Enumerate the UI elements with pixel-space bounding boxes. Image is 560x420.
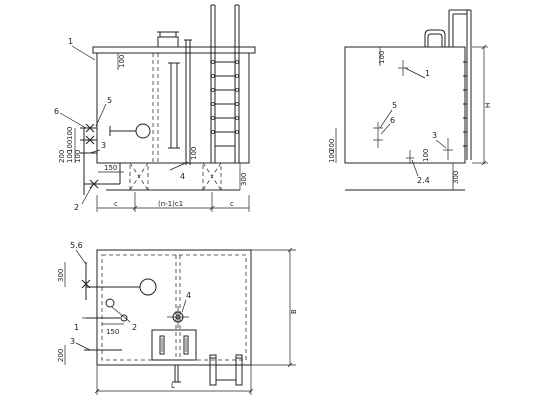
front-dim-v5: 100 (74, 150, 82, 163)
plan-dim-L: L (171, 382, 175, 390)
plan-dimensions: 300 200 150 B L (57, 247, 298, 395)
plan-dim-B: B (290, 309, 298, 314)
side-callout-2-4: 2.4 (417, 176, 430, 185)
front-dim-v4: 100 (66, 150, 74, 163)
front-float-ball (135, 123, 151, 139)
front-dim-v3: 200 (58, 150, 66, 163)
front-dim-c-right: c (230, 200, 234, 208)
plan-ladder (209, 354, 243, 386)
front-callouts: 1 5 6 3 2 4 (54, 37, 189, 212)
side-callout-6: 6 (390, 116, 395, 125)
plan-tank-inner-dashed (101, 254, 247, 361)
plan-view: 5.6 4 1 2 3 300 200 150 B (57, 241, 298, 395)
plan-dim-300: 300 (57, 269, 65, 282)
side-dimensions: 100 200 100 100 300 H (328, 44, 492, 190)
side-pipe-markers (373, 60, 453, 163)
front-dim-v2: 100 (66, 140, 74, 153)
side-ladder-rungs (463, 61, 467, 147)
plan-float-ball (139, 278, 157, 296)
side-callout-3: 3 (432, 131, 437, 140)
side-dim-top: 100 (378, 51, 386, 64)
front-overflow-pipe (184, 39, 192, 165)
front-level-gauge (168, 62, 180, 149)
side-dim-gap-100: 100 (422, 149, 430, 162)
front-dim-top: 100 (118, 55, 126, 68)
front-manhole (157, 31, 179, 48)
side-dim-200: 200 (328, 139, 336, 152)
side-tank-body (344, 46, 466, 164)
side-callout-1: 1 (425, 69, 430, 78)
plan-callout-4: 4 (186, 291, 191, 300)
front-callout-1: 1 (68, 37, 73, 46)
plan-dim-150: 150 (106, 328, 119, 336)
front-dim-c-left: c (114, 200, 118, 208)
front-dim-right: 100 (190, 147, 198, 160)
front-dimensions: 100 100 100 200 100 100 150 300 100 c (n… (58, 53, 250, 212)
front-dim-span: (n-1)c1 (158, 200, 183, 208)
front-callout-2: 2 (74, 203, 79, 212)
side-dim-H: H (484, 103, 492, 108)
side-dim-100: 100 (328, 150, 336, 163)
front-dim-v1: 100 (66, 127, 74, 140)
plan-level-gauge-box (151, 329, 197, 361)
side-vent-pipe (448, 9, 472, 160)
side-dim-300: 300 (452, 171, 460, 184)
front-callout-4: 4 (180, 172, 185, 181)
plan-callouts: 5.6 4 1 2 3 (70, 241, 191, 351)
front-elevation-view: 1 5 6 3 2 4 100 100 100 200 100 100 150 … (54, 4, 256, 212)
side-manhole (424, 29, 446, 47)
plan-overflow-pipe (167, 306, 189, 328)
plan-callout-1: 1 (74, 323, 79, 332)
plan-tank-outline (96, 249, 252, 366)
plan-callout-5-6: 5.6 (70, 241, 83, 250)
front-inlet-piping (80, 123, 121, 195)
plan-inlet-piping (81, 262, 140, 351)
plan-callout-3: 3 (70, 337, 75, 346)
side-callout-5: 5 (392, 101, 397, 110)
front-callout-5: 5 (107, 96, 112, 105)
front-callout-3: 3 (101, 141, 106, 150)
plan-dim-200: 200 (57, 349, 65, 362)
side-callouts: 1 5 6 3 2.4 (379, 67, 447, 185)
front-ladder (210, 4, 240, 163)
side-elevation-view: 1 5 6 3 2.4 100 200 100 100 300 H (328, 9, 492, 191)
front-support-piers (129, 162, 222, 191)
front-tank-lid (92, 46, 256, 54)
plan-callout-2: 2 (132, 323, 137, 332)
front-dim-300: 300 (240, 173, 248, 186)
front-dim-150: 150 (104, 164, 117, 172)
front-callout-6: 6 (54, 107, 59, 116)
